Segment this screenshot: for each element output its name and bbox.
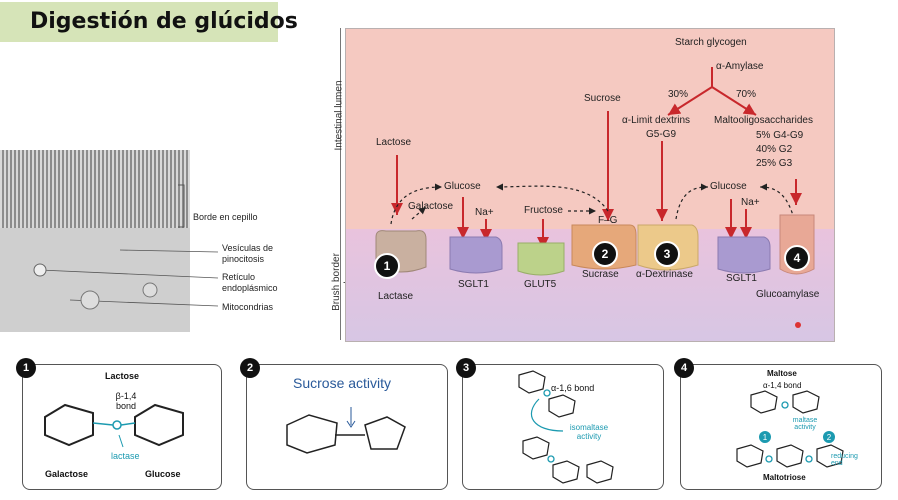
step-badge-3: 3 [654,241,680,267]
panel4-enzyme: maltase activity [792,417,818,431]
amylase-label: α-Amylase [716,61,764,72]
lactose-structure [44,403,184,448]
panel4-bottom: Maltotriose [763,473,806,482]
maltooligo-line-1: 5% G4-G9 [756,130,804,141]
panel2-badge: 2 [240,358,260,378]
panel1-enzyme: lactase [111,451,140,461]
enzyme-sglt1-left: SGLT1 [458,279,489,290]
panel3-bond: α-1,6 bond [551,383,595,393]
label-reticulo: Retículo endoplásmico [222,272,278,293]
digestion-diagram: Starch glycogen α-Amylase 30% 70% α-Limi… [345,28,835,342]
pct-right: 70% [736,89,757,100]
na-right-label: Na+ [741,197,760,208]
g5g9-label: G5-G9 [646,129,677,140]
label-vesiculas: Vesículas de pinocitosis [222,243,274,264]
page-title: Digestión de glúcidos [30,9,298,34]
enzyme-dextrinase: α-Dextrinase [636,269,693,280]
limit-dextrins-label: α-Limit dextrins [622,115,691,126]
maltooligo-line-3: 25% G3 [756,158,793,169]
svg-text:1: 1 [763,433,768,442]
dextrin-structure [518,370,614,484]
maltose-structure: 1 2 [736,390,844,468]
enzyme-sucrase: Sucrase [582,269,619,280]
panel4-title: Maltose [767,369,797,378]
glucose-right-label: Glucose [710,181,747,192]
intestinal-lumen-label: Intestinal lumen [333,80,345,151]
na-left-label: Na+ [475,207,494,218]
step-badge-4: 4 [784,245,810,271]
panel3-enzyme: isomaltase activity [569,423,609,441]
enzyme-lactase: Lactase [378,291,414,302]
panel1-right: Glucose [145,469,181,479]
title-band [0,2,278,42]
sucrose-structure [286,407,406,454]
lactose-label: Lactose [376,137,412,148]
panel3-badge: 3 [456,358,476,378]
enzyme-sglt1-right: SGLT1 [726,273,757,284]
panel4-product: reducing end [831,453,858,467]
panel1-bond: β-1,4 bond [115,391,137,411]
enzyme-glucoamylase: Glucoamylase [756,289,820,300]
cell-body-micrograph [0,228,190,332]
panel2-title: Sucrose activity [293,375,392,391]
panel1-title: Lactose [105,371,140,381]
maltooligo-label: Maltooligosaccharides [714,115,813,126]
label-mitocondrias: Mitocondrias [222,302,274,312]
step-badge-1: 1 [374,253,400,279]
axis-bar [334,28,341,340]
panel1-badge: 1 [16,358,36,378]
pct-left: 30% [668,89,689,100]
sucrose-label: Sucrose [584,93,621,104]
starch-label: Starch glycogen [675,37,747,48]
panel-glucoamylase: 1 2 Maltose α-1,4 bond maltase activity … [680,364,882,490]
enzyme-glut5: GLUT5 [524,279,557,290]
panel4-bond: α-1,4 bond [763,381,802,390]
svg-text:2: 2 [827,433,832,442]
step-badge-2: 2 [592,241,618,267]
panel-lactose: Lactose β-1,4 bond Galactose Glucose lac… [22,364,222,490]
label-borde-cepillo: Borde en cepillo [193,212,258,222]
panel-sucrose: Sucrose activity [246,364,448,490]
panel-isomaltase: α-1,6 bond isomaltase activity [462,364,664,490]
maltooligo-line-2: 40% G2 [756,144,793,155]
fg-label: F–G [598,215,618,226]
galactose-label: Galactose [408,201,454,212]
glucose-left-label: Glucose [444,181,481,192]
panel1-left: Galactose [45,469,89,479]
panel4-badge: 4 [674,358,694,378]
fructose-label: Fructose [524,205,563,216]
